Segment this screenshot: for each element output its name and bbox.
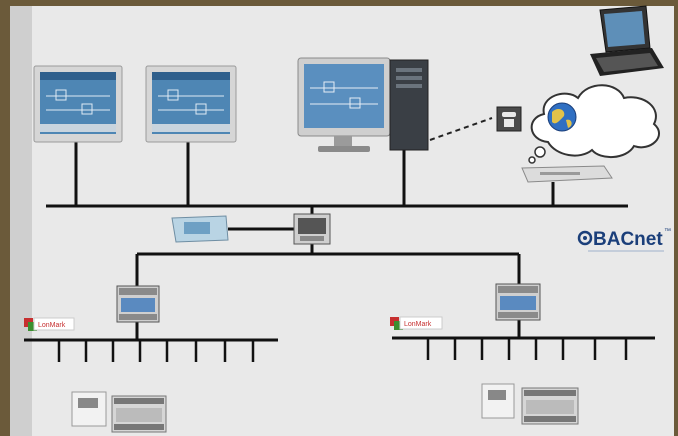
- lon-drops-left: [57, 340, 255, 362]
- left-bar: [10, 6, 32, 436]
- system-controller: [293, 213, 331, 245]
- remote-laptop: [590, 5, 664, 76]
- bus-lines: [24, 142, 655, 342]
- hmi-panel: [171, 215, 229, 243]
- touch-panel-1: [33, 65, 123, 143]
- network-router: [521, 165, 613, 183]
- lonmark-label-right: LonMark: [404, 321, 432, 328]
- lon-router-left: [116, 285, 160, 323]
- room-devices-left: [71, 391, 167, 433]
- internet-cloud: [528, 84, 661, 164]
- pc-tower: [389, 59, 429, 151]
- lonmark-logo-right: LonMark: [390, 316, 443, 330]
- bacnet-label: BACnet: [593, 229, 663, 250]
- telephone: [496, 106, 522, 132]
- workstation: [297, 57, 429, 152]
- lon-drops-right: [426, 338, 628, 360]
- lonmark-label-left: LonMark: [38, 322, 66, 329]
- bacnet-circle-icon: [577, 230, 593, 246]
- room-devices-right: [481, 383, 579, 425]
- lon-router-right: [495, 283, 541, 321]
- dial-up-link: [429, 117, 493, 141]
- bacnet-trademark: ™: [664, 228, 671, 235]
- bacnet-logo: BACnet ™: [577, 228, 671, 252]
- lonmark-logo-left: LonMark: [24, 317, 75, 331]
- touch-panel-2: [145, 65, 237, 143]
